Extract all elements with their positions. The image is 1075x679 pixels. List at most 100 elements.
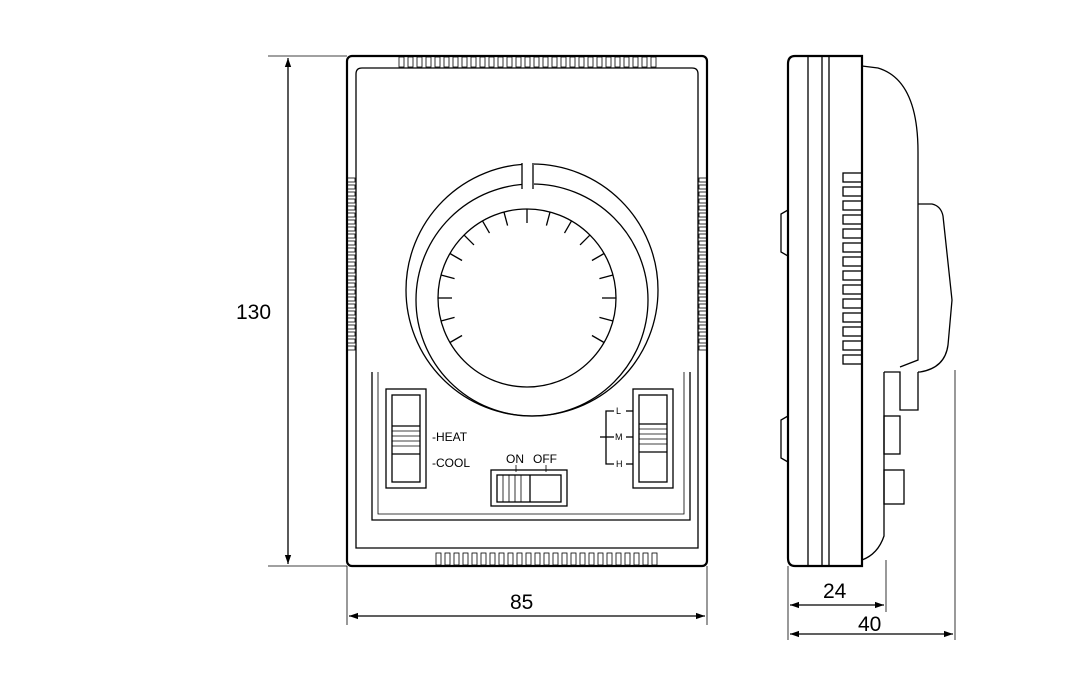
- vent-slot: [452, 56, 459, 68]
- on-off-switch[interactable]: [490, 469, 568, 507]
- vent-slot: [515, 56, 522, 68]
- vent-slot: [698, 212, 708, 218]
- vent-slot: [578, 56, 585, 68]
- vent-slot: [698, 338, 708, 344]
- vent-slot: [524, 56, 531, 68]
- vent-slot: [346, 226, 356, 232]
- vent-slot: [497, 56, 504, 68]
- vent-slot: [560, 56, 567, 68]
- vent-slot: [346, 191, 356, 197]
- dial-tick: [481, 220, 491, 234]
- front-view: -HEAT -COOL ON OFF: [345, 54, 709, 568]
- vent-slot: [698, 247, 708, 253]
- vent-slot: [346, 268, 356, 274]
- vent-slot: [605, 56, 612, 68]
- switch-panel: [371, 372, 691, 521]
- vent-slot: [561, 552, 568, 566]
- vent-slot: [698, 345, 708, 351]
- side-vent-slot: [842, 214, 863, 225]
- side-vent-slots: [842, 172, 863, 365]
- vent-slot: [698, 331, 708, 337]
- dial-tick: [599, 316, 614, 322]
- vent-slot: [698, 205, 708, 211]
- height-dimension-label: 130: [236, 301, 271, 324]
- on-label: ON: [506, 452, 524, 466]
- vent-slot: [346, 212, 356, 218]
- dial-middle-ring: [415, 183, 649, 417]
- vent-slot: [698, 198, 708, 204]
- side-vent-slot: [842, 186, 863, 197]
- vent-slot: [641, 56, 648, 68]
- side-vent-slot: [842, 200, 863, 211]
- vent-slot: [407, 56, 414, 68]
- heat-label: -HEAT: [432, 430, 468, 444]
- vent-slot: [698, 226, 708, 232]
- vent-slot: [453, 552, 460, 566]
- speed-bracket: [600, 410, 633, 465]
- side-body-outline: [786, 54, 864, 568]
- vent-slot: [633, 552, 640, 566]
- vent-slot: [470, 56, 477, 68]
- vent-slot: [698, 282, 708, 288]
- vent-slot: [698, 296, 708, 302]
- side-vent-slot: [842, 242, 863, 253]
- vent-slot: [346, 310, 356, 316]
- vent-slot: [614, 56, 621, 68]
- side-vent-slot: [842, 172, 863, 183]
- vent-slot: [569, 56, 576, 68]
- vent-slot: [698, 240, 708, 246]
- side-view: [780, 54, 953, 568]
- vent-slot: [596, 56, 603, 68]
- dial-scale-ticks: [438, 209, 616, 344]
- vent-slot: [698, 233, 708, 239]
- side-cover: [861, 65, 919, 368]
- right-vent-grille: [698, 177, 708, 351]
- side-vent-slot: [842, 284, 863, 295]
- vent-slot: [651, 552, 658, 566]
- vent-slot: [698, 254, 708, 260]
- dial-tick: [599, 274, 614, 280]
- side-vent-slot: [842, 270, 863, 281]
- vent-slot: [498, 552, 505, 566]
- vent-slot: [346, 275, 356, 281]
- dial-tick: [579, 234, 591, 246]
- vent-slot: [489, 552, 496, 566]
- side-mount-bump-bottom: [780, 415, 789, 463]
- vent-slot: [552, 552, 559, 566]
- dial-tick: [440, 316, 455, 322]
- vent-slot: [623, 56, 630, 68]
- switch-panel-inner: [377, 372, 685, 515]
- vent-slot: [525, 552, 532, 566]
- dial-tick: [503, 211, 509, 226]
- vent-slot: [698, 191, 708, 197]
- vent-slot: [506, 56, 513, 68]
- vent-slot: [346, 247, 356, 253]
- vent-slot: [480, 552, 487, 566]
- vent-slot: [698, 303, 708, 309]
- vent-slot: [346, 184, 356, 190]
- fan-speed-switch[interactable]: [632, 388, 674, 489]
- dial-tick: [591, 334, 605, 344]
- vent-slot: [698, 289, 708, 295]
- dial-tick: [463, 234, 475, 246]
- vent-slot: [698, 324, 708, 330]
- cool-label: -COOL: [432, 456, 470, 470]
- dial-tick: [449, 252, 463, 262]
- vent-slot: [346, 317, 356, 323]
- dial-tick: [591, 252, 605, 262]
- vent-slot: [425, 56, 432, 68]
- dial-tick: [440, 274, 455, 280]
- vent-slot: [435, 552, 442, 566]
- vent-slot: [346, 198, 356, 204]
- vent-slot: [346, 254, 356, 260]
- vent-slot: [551, 56, 558, 68]
- heat-cool-switch[interactable]: [385, 388, 427, 489]
- speed-high-label: H: [616, 459, 623, 469]
- vent-slot: [587, 56, 594, 68]
- front-outer-body: [345, 54, 709, 568]
- side-switch-tab-upper: [883, 415, 901, 455]
- vent-slot: [698, 184, 708, 190]
- front-dimensions: 130 85: [236, 55, 708, 625]
- depth-total-dimension-label: 40: [858, 613, 881, 636]
- vent-slot: [346, 296, 356, 302]
